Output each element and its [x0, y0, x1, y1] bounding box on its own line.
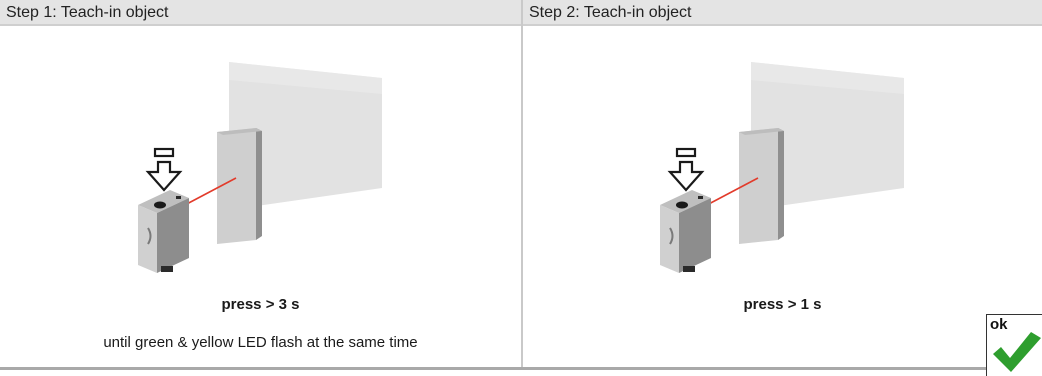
- step-1-title: Step 1: Teach-in object: [0, 0, 521, 26]
- ok-label: ok: [990, 316, 1008, 333]
- step-1-note: until green & yellow LED flash at the sa…: [103, 334, 418, 351]
- step-2-title: Step 2: Teach-in object: [523, 0, 1042, 26]
- sensor-device: [660, 190, 711, 273]
- bottom-rule: [0, 367, 1042, 370]
- panel-divider: [521, 0, 523, 367]
- laser-beam: [182, 177, 237, 207]
- push-down-arrow-icon: [667, 147, 705, 192]
- target-object: [217, 128, 256, 244]
- step-2-panel: Step 2: Teach-in object press > 1 s: [523, 0, 1042, 367]
- checkmark-icon: [993, 332, 1041, 372]
- sensor-device: [138, 190, 189, 273]
- step-2-instruction: press > 1 s: [743, 296, 822, 313]
- target-object: [739, 128, 778, 244]
- step-1-instruction: press > 3 s: [221, 296, 300, 313]
- background-panel: [229, 62, 382, 210]
- push-down-arrow-icon: [145, 147, 183, 192]
- background-panel: [751, 62, 904, 210]
- step-1-panel: Step 1: Teach-in object press > 3 s unti…: [0, 0, 521, 367]
- laser-beam: [704, 177, 759, 207]
- step-2-illustration: [660, 62, 904, 273]
- ok-status-badge: ok: [986, 314, 1042, 376]
- step-1-illustration: [138, 62, 382, 273]
